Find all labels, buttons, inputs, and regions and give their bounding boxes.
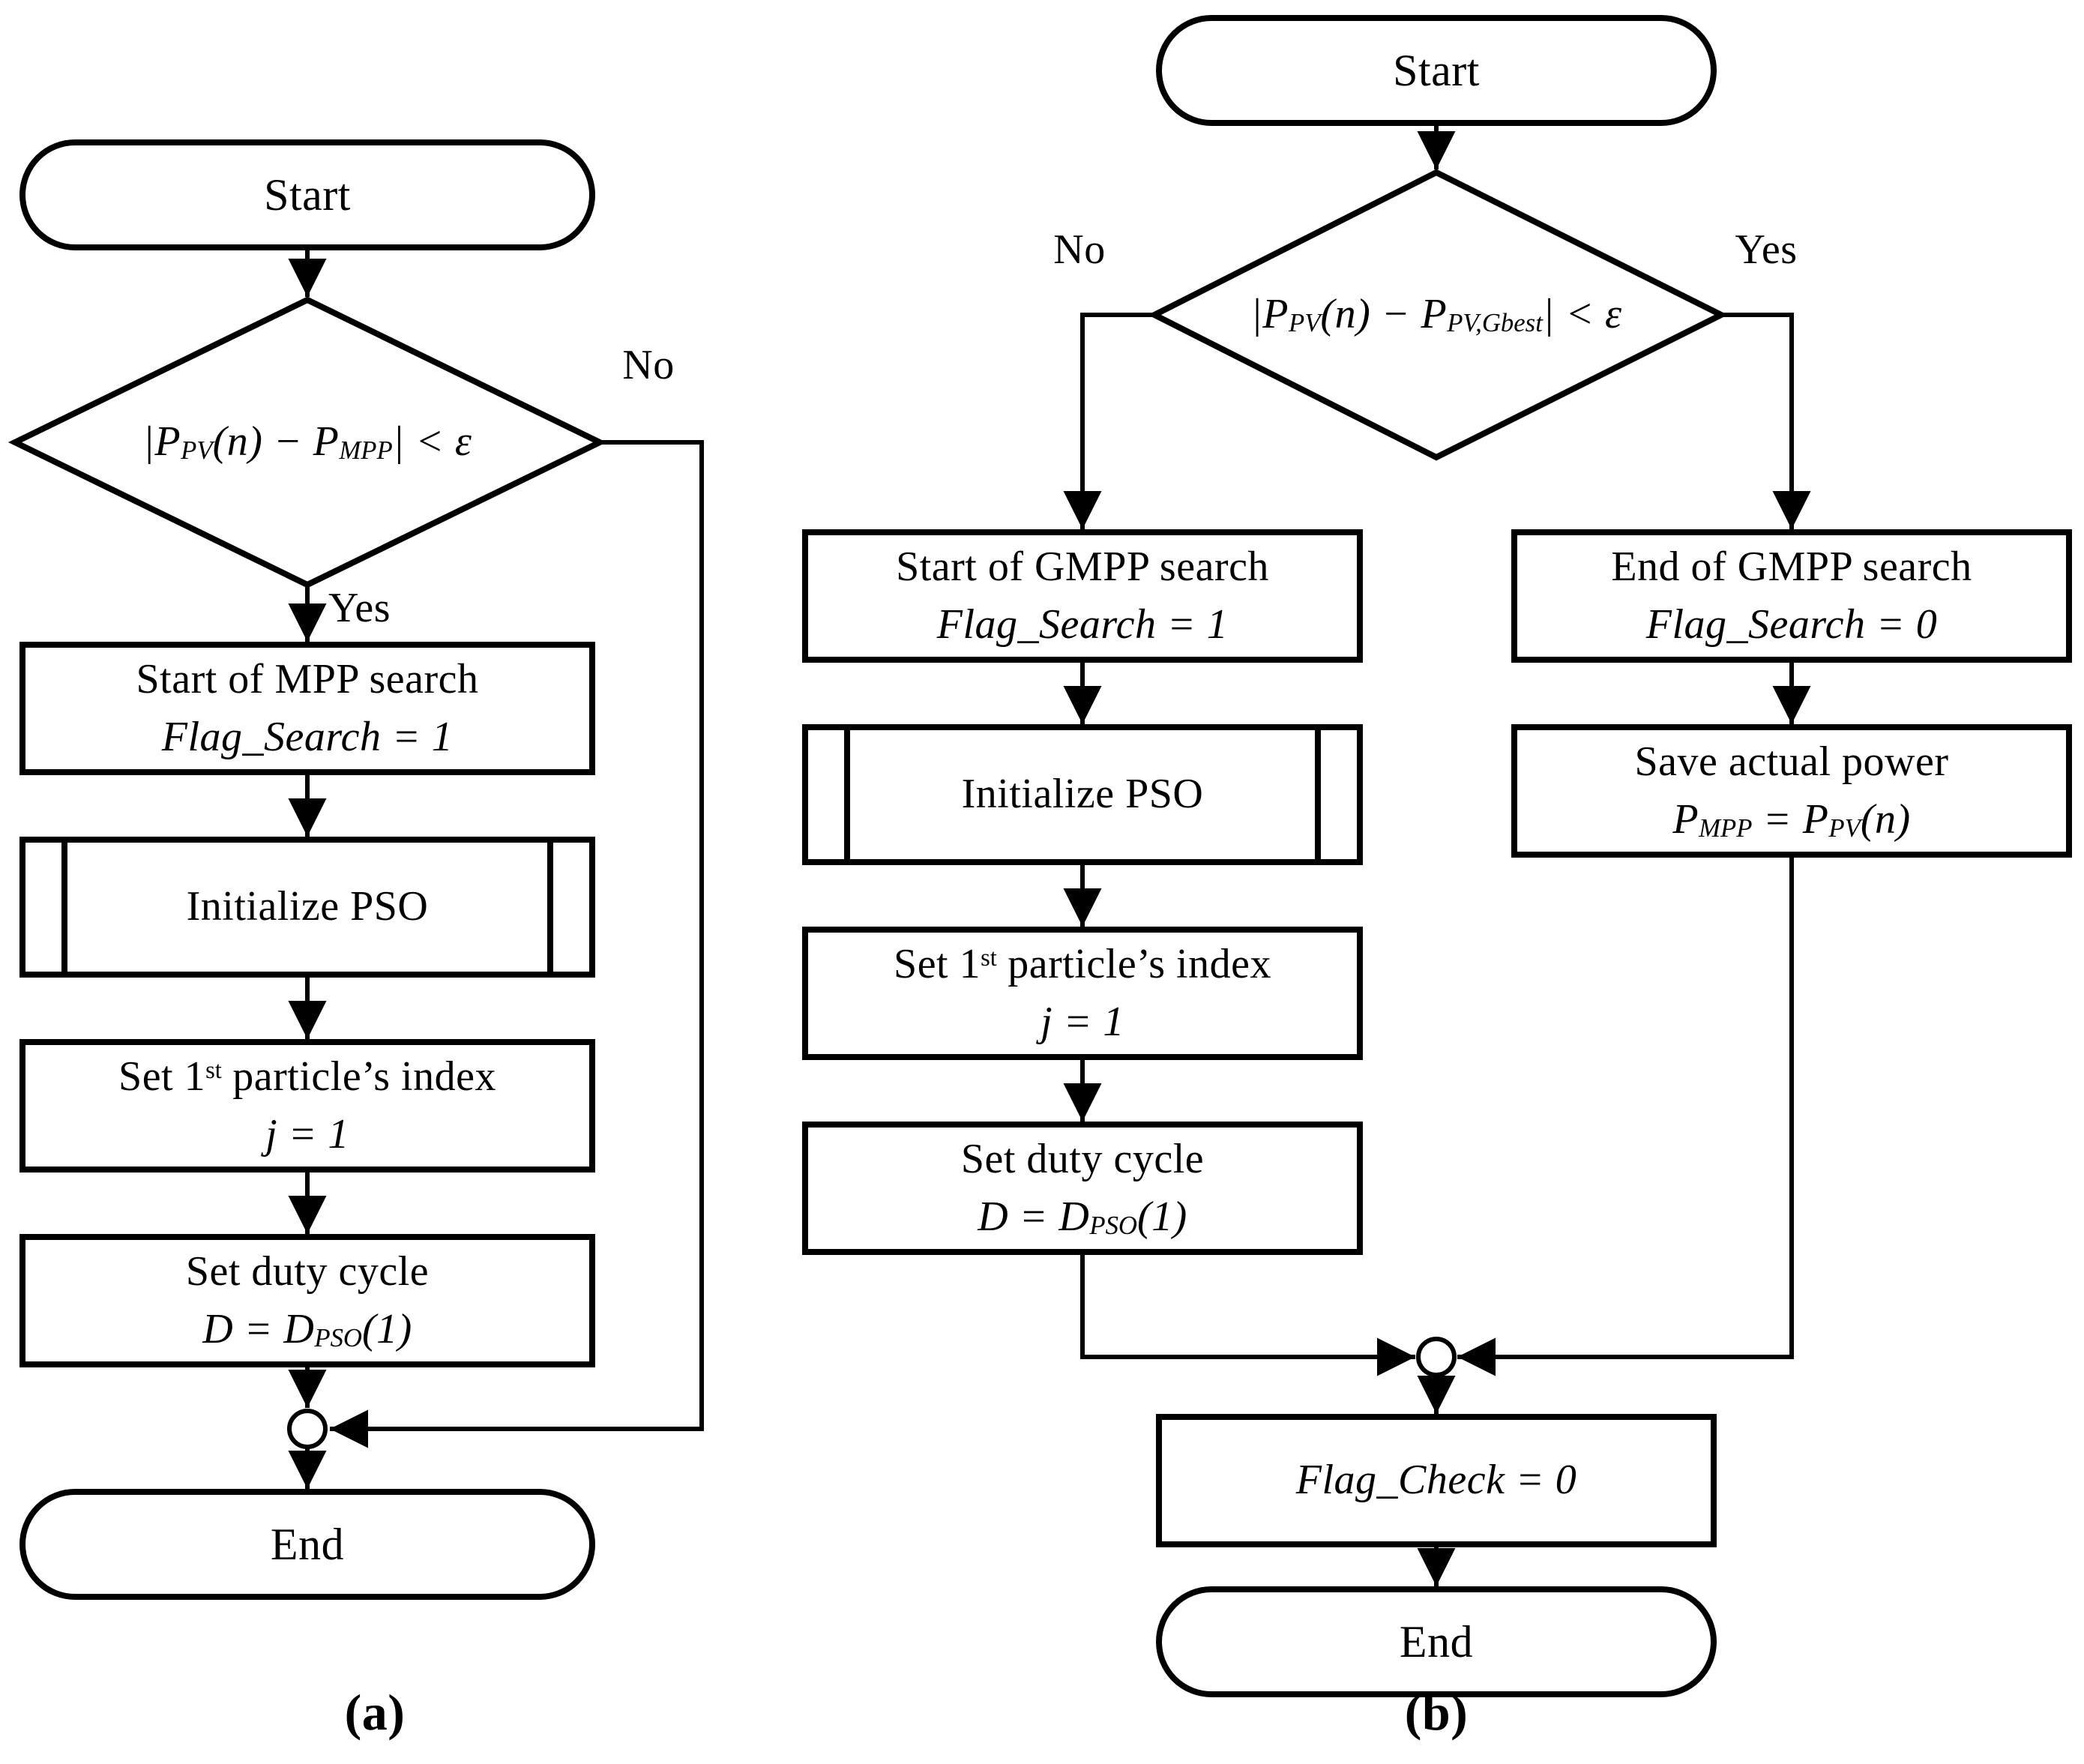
- b-process3-line2: j = 1: [1041, 999, 1124, 1045]
- b-process1-line1: Start of GMPP search: [896, 543, 1269, 590]
- b-process-save-actual-power: Save actual power PMPP = PPV(n): [1514, 727, 2069, 855]
- b-process5-line1: End of GMPP search: [1611, 543, 1972, 590]
- b-process-set-first-particle-index: Set 1st particle’s index j = 1: [805, 930, 1360, 1057]
- b-merge-connector-circle: [1416, 1337, 1457, 1377]
- a-process1-shape: [19, 642, 595, 775]
- a-process1-line1: Start of MPP search: [136, 655, 479, 702]
- b-process-flag-check: Flag_Check = 0: [1295, 1457, 1577, 1504]
- b-process-start-of-gmpp-search: Start of GMPP search Flag_Search = 1: [805, 532, 1360, 660]
- b-no-label: No: [1053, 226, 1106, 274]
- flowchart-a-shapes: [7, 139, 704, 1600]
- a-decision-diamond-shape: [7, 296, 607, 588]
- a-process4-shape: [19, 1234, 595, 1367]
- a-process-set-duty-cycle: Set duty cycle D = DPSO(1): [22, 1237, 592, 1364]
- a-process-set-first-particle-index: Set 1st particle’s index j = 1: [22, 1042, 592, 1170]
- b-process5-shape: [1511, 529, 2072, 663]
- b-process4-line1: Set duty cycle: [960, 1135, 1205, 1182]
- a-subroutine-shape: [19, 837, 595, 978]
- b-decision-diamond-shape: [1148, 169, 1728, 461]
- a-start-terminator: Start: [22, 142, 592, 247]
- b-decision-formula: |PPV(n) − PPV,Gbest| < ε: [1250, 291, 1622, 338]
- a-subroutine-initialize-pso: Initialize PSO: [186, 883, 429, 930]
- a-end-terminator: End: [270, 1519, 345, 1569]
- b-start-terminator: Start: [1393, 45, 1480, 95]
- b-process-end-of-gmpp-search: End of GMPP search Flag_Search = 0: [1514, 532, 2069, 660]
- b-yes-label: Yes: [1735, 226, 1798, 274]
- a-junction-connector-circle: [287, 1409, 328, 1449]
- a-no-label: No: [622, 342, 675, 389]
- a-yes-label: Yes: [328, 585, 391, 632]
- flowchart-b-shapes: [802, 15, 2072, 1697]
- a-decision-formula: |PPV(n) − PMPP| < ε: [142, 418, 472, 466]
- b-process1-line2: Flag_Search = 1: [936, 601, 1229, 648]
- b-process3-shape: [802, 927, 1363, 1060]
- b-process4-shape: [802, 1122, 1363, 1255]
- b-process6-line1: Save actual power: [1634, 738, 1949, 785]
- b-subroutine-shape: [802, 724, 1363, 865]
- a-process4-line1: Set duty cycle: [185, 1247, 430, 1295]
- a-process1-line2: Flag_Search = 1: [161, 714, 454, 760]
- a-process4-line2: D = DPSO(1): [202, 1306, 412, 1352]
- b-process5-line2: Flag_Search = 0: [1645, 601, 1938, 648]
- a-process-start-of-mpp-search: Start of MPP search Flag_Search = 1: [22, 645, 592, 772]
- b-merge-line-left: [1080, 1252, 1415, 1376]
- b-no-branch-line: [1063, 313, 1154, 529]
- b-process4-line2: D = DPSO(1): [978, 1193, 1187, 1240]
- a-no-branch-line: [330, 440, 704, 1448]
- a-decision: |PPV(n) − PMPP| < ε: [30, 375, 585, 510]
- b-process6-shape: [1511, 724, 2072, 858]
- b-start-terminator-shape: [1156, 15, 1717, 126]
- b-process3-line1: Set 1st particle’s index: [894, 940, 1271, 987]
- b-end-terminator: End: [1399, 1616, 1474, 1667]
- b-yes-branch-line: [1721, 313, 1811, 529]
- a-end-terminator-shape: [19, 1489, 595, 1600]
- a-start-label: Start: [264, 169, 351, 220]
- b-figure-label: (b): [1404, 1684, 1469, 1742]
- b-process-set-duty-cycle: Set duty cycle D = DPSO(1): [805, 1125, 1360, 1252]
- a-process3-shape: [19, 1039, 595, 1173]
- b-process1-shape: [802, 529, 1363, 663]
- a-figure-label: (a): [344, 1684, 406, 1742]
- a-start-terminator-shape: [19, 139, 595, 250]
- b-end-terminator-shape: [1156, 1586, 1717, 1697]
- a-process3-line2: j = 1: [265, 1111, 349, 1158]
- b-merge-line-right: [1457, 855, 1794, 1376]
- b-process7-shape: [1156, 1414, 1717, 1547]
- b-decision: |PPV(n) − PPV,Gbest| < ε: [1159, 247, 1714, 382]
- a-process3-line1: Set 1st particle’s index: [118, 1053, 496, 1100]
- b-process6-line2: PMPP = PPV(n): [1672, 796, 1911, 843]
- b-subroutine-initialize-pso: Initialize PSO: [961, 771, 1204, 818]
